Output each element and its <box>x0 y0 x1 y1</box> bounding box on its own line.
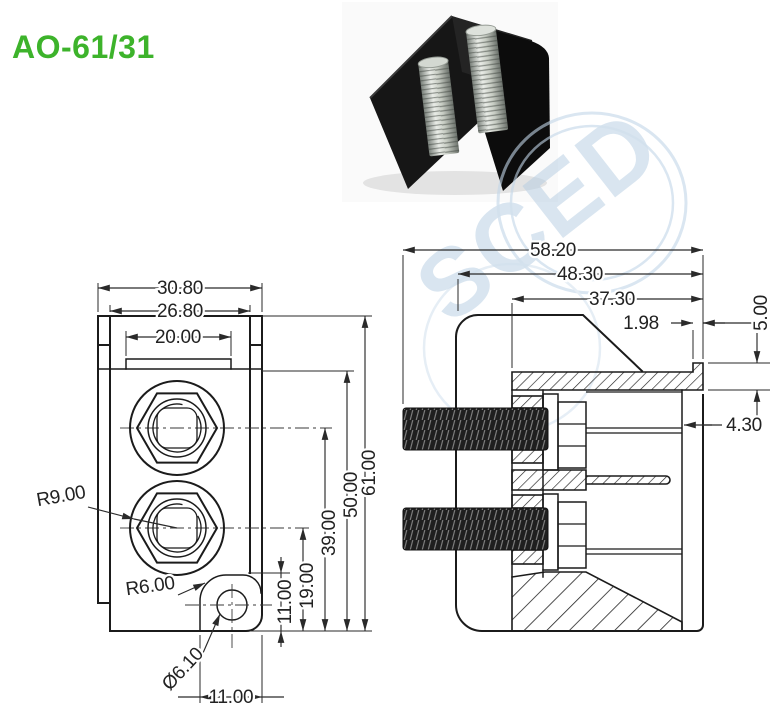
dim-label: 4.30 <box>726 415 762 436</box>
sv-top-outline <box>454 314 644 373</box>
sv-grip-block <box>511 549 544 565</box>
sv-dim-lip-height: 5.00 <box>749 293 774 420</box>
sv-upper-nut <box>557 401 587 469</box>
sv-extension-lines <box>402 255 770 404</box>
photo-stud-right <box>465 24 508 134</box>
photo-stud-left <box>417 56 460 157</box>
sv-grip-block <box>511 449 544 464</box>
fv-dim-hole-offset: 11.00 <box>178 685 284 710</box>
fv-dim-height-shoulder: 50.00 <box>339 371 364 631</box>
sv-mid-rib <box>511 469 587 491</box>
sv-cavity-lines <box>586 391 682 555</box>
side-view: 58.20 48.30 37.30 1.98 5.00 4.30 <box>402 238 774 632</box>
radius-label: R9.00 <box>35 482 87 511</box>
dim-label: 61.00 <box>359 450 380 496</box>
fv-left-flange <box>97 315 111 632</box>
fv-dim-ear-height: 11.00 <box>273 557 298 647</box>
fv-label-washer-radius: R9.00 <box>33 480 178 529</box>
fv-dim-width-inner: 26.80 <box>110 299 250 324</box>
dim-label: 37.30 <box>589 289 635 310</box>
fv-right-flange <box>249 315 263 614</box>
radius-label: R6.00 <box>124 573 176 601</box>
sv-upper-stud <box>402 407 549 451</box>
sv-body-outline <box>455 336 704 632</box>
dim-label: 39.00 <box>319 510 340 556</box>
dim-label: 19.00 <box>297 563 318 609</box>
fv-dim-height-total: 61.00 <box>357 316 382 631</box>
dim-label: 5.00 <box>751 295 772 331</box>
dim-label: 58.20 <box>530 240 576 261</box>
dim-label: 11.00 <box>209 687 254 708</box>
dim-label: 20.00 <box>155 327 201 348</box>
fv-dim-lower-stud-height: 19.00 <box>295 528 320 631</box>
sv-mid-plate <box>586 475 671 485</box>
sv-lower-nut-facets <box>558 523 586 547</box>
sv-top-plate <box>511 362 704 391</box>
watermark-ring-outer <box>496 111 688 295</box>
fv-hole-centerlines <box>185 584 272 650</box>
sv-dim-length-total: 58.20 <box>403 238 703 263</box>
sv-bottom-wedge <box>511 571 683 632</box>
sv-upper-nut-facets <box>558 423 586 447</box>
dim-label: 30.80 <box>157 278 203 299</box>
fv-label-corner-radius: R6.00 <box>122 570 206 603</box>
front-view: 30.80 26.80 20.00 11.00 19.00 39.00 50.0… <box>33 276 383 711</box>
dim-label: 48.30 <box>557 264 603 285</box>
photo-edge-highlight <box>369 15 453 99</box>
sv-lower-stud <box>402 507 549 551</box>
sv-dim-wall-thickness: 4.30 <box>684 413 764 438</box>
product-photo <box>342 2 558 202</box>
fv-label-hole-diameter: Ø6.10 <box>156 613 221 697</box>
fv-ear-outline <box>199 574 262 632</box>
dim-label: 50.00 <box>341 472 362 518</box>
watermark-ring-inner <box>509 124 675 282</box>
fv-lower-nut <box>129 480 225 576</box>
sv-dim-length-plate: 37.30 <box>512 287 703 312</box>
dim-label: 26.80 <box>157 301 203 322</box>
page-title: AO-61/31 <box>12 29 155 65</box>
dim-label: 11.00 <box>275 580 296 625</box>
sv-grip-block <box>511 395 544 409</box>
fv-boss <box>125 358 232 370</box>
fv-bottom-edge <box>109 613 264 632</box>
fv-dim-width-outer: 30.80 <box>98 276 262 301</box>
sv-dim-length-body: 48.30 <box>458 262 703 287</box>
fv-side-extension-lines <box>199 315 372 703</box>
dim-label: 1.98 <box>623 313 659 334</box>
fv-dim-boss-width: 20.00 <box>126 325 231 350</box>
sv-dim-lip-width: 1.98 <box>621 311 752 336</box>
sv-lower-nut <box>557 501 587 569</box>
fv-upper-nut <box>129 380 225 476</box>
fv-dim-upper-stud-height: 39.00 <box>317 428 342 631</box>
sv-grip-block <box>511 494 544 509</box>
